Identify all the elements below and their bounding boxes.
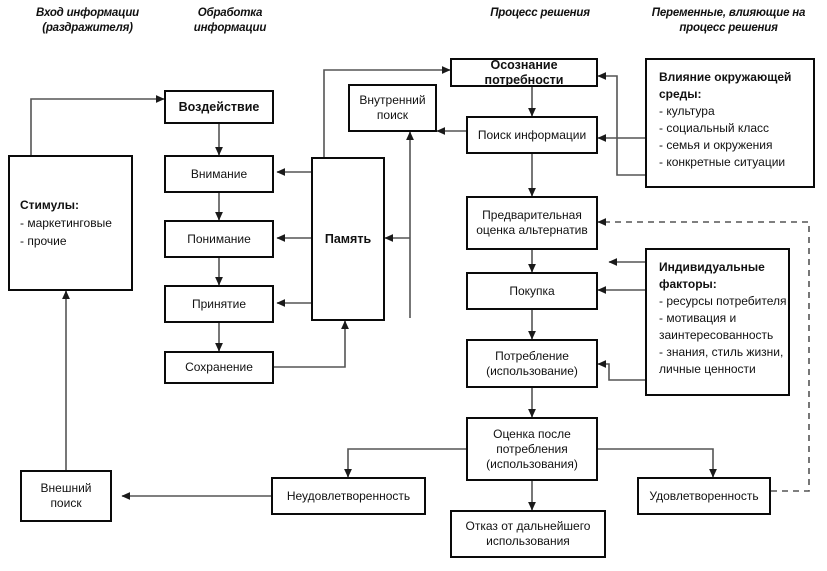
edge-environment-to-need-recognition — [597, 72, 645, 176]
box-prepurchase-line2: оценка альтернатив — [476, 223, 588, 237]
box-individual-item-3-line2: личные ценности — [659, 362, 756, 376]
box-consumption[interactable]: Потребление (использование) — [466, 339, 598, 388]
box-prepurchase-evaluation[interactable]: Предварительная оценка альтернатив — [466, 196, 598, 250]
box-consumption-line1: Потребление — [495, 348, 569, 363]
column-header-input-line1: Вход информации — [35, 7, 140, 19]
box-environmental-item-2: - социальный класс — [659, 121, 769, 135]
box-purchase[interactable]: Покупка — [466, 272, 598, 310]
box-external-search-line1: Внешний — [40, 481, 92, 495]
box-postconsumption-line3: (использования) — [486, 456, 578, 471]
box-satisfaction[interactable]: Удовлетворенность — [637, 477, 771, 515]
column-header-input: Вход информации (раздражителя) — [0, 6, 175, 36]
box-postconsumption-line2: потребления — [496, 441, 568, 456]
box-individual-item-3-line1: - знания, стиль жизни, — [659, 345, 784, 359]
column-header-input-line2: (раздражителя) — [42, 22, 133, 34]
column-header-decision-line1: Процесс решения — [490, 7, 590, 19]
box-internal-search-line2: поиск — [376, 108, 409, 122]
box-dissatisfaction[interactable]: Неудовлетворенность — [271, 477, 426, 515]
box-environmental-title-line1: Влияние окружающей — [659, 70, 792, 84]
box-memory-label: Память — [324, 231, 372, 246]
box-divestment-line1: Отказ от дальнейшего — [465, 519, 591, 533]
box-environmental-title-line2: среды: — [659, 87, 702, 101]
column-header-variables-line1: Переменные, влияющие на — [651, 7, 806, 19]
column-header-processing-line2: информации — [193, 22, 267, 34]
box-stimuli-title: Стимулы: — [20, 198, 80, 212]
box-external-search[interactable]: Внешний поиск — [20, 470, 112, 522]
box-exposure-label: Воздействие — [178, 99, 260, 114]
box-divestment-line2: использования — [486, 534, 570, 548]
box-environmental-item-1: - культура — [659, 104, 715, 118]
column-header-decision: Процесс решения — [440, 6, 640, 21]
box-individual-item-2-line2: заинтересованность — [659, 328, 774, 342]
box-satisfaction-label: Удовлетворенность — [649, 488, 759, 503]
edge-stimuli-to-exposure — [30, 95, 165, 155]
box-memory[interactable]: Память — [311, 157, 385, 321]
column-header-processing: Обработка информации — [150, 6, 310, 36]
edge-retention-to-memory — [272, 320, 349, 368]
box-retention-label: Сохранение — [185, 360, 253, 374]
box-divestment[interactable]: Отказ от дальнейшего использования — [450, 510, 606, 558]
box-information-search[interactable]: Поиск информации — [466, 116, 598, 154]
box-postconsumption-evaluation[interactable]: Оценка после потребления (использования) — [466, 417, 598, 481]
edge-postconsumption-to-satisfaction — [595, 448, 717, 478]
box-acceptance-label: Принятие — [192, 296, 246, 311]
box-attention[interactable]: Внимание — [164, 155, 274, 193]
box-stimuli-item-2: - прочие — [20, 234, 67, 248]
box-internal-search[interactable]: Внутренний поиск — [348, 84, 437, 132]
box-prepurchase-line1: Предварительная — [482, 208, 582, 222]
column-header-processing-line1: Обработка — [197, 7, 263, 19]
box-acceptance[interactable]: Принятие — [164, 285, 274, 323]
box-environmental-item-3: - семья и окружения — [659, 138, 773, 152]
edge-individual-to-consumption — [597, 360, 645, 381]
box-environmental-influences[interactable]: Влияние окружающей среды: - культура - с… — [645, 58, 815, 188]
box-dissatisfaction-label: Неудовлетворенность — [286, 488, 411, 503]
box-consumption-line2: (использование) — [486, 363, 578, 378]
box-comprehension-label: Понимание — [187, 231, 251, 246]
box-individual-factors[interactable]: Индивидуальные факторы: - ресурсы потреб… — [645, 248, 790, 396]
column-header-variables: Переменные, влияющие на процесс решения — [630, 6, 827, 36]
box-individual-title-line2: факторы: — [659, 277, 717, 291]
box-individual-title-line1: Индивидуальные — [659, 260, 765, 274]
box-stimuli-item-1: - маркетинговые — [20, 216, 112, 230]
box-internal-search-line1: Внутренний — [359, 93, 426, 107]
box-attention-label: Внимание — [190, 166, 248, 181]
box-individual-item-2-line1: - мотивация и — [659, 311, 737, 325]
box-comprehension[interactable]: Понимание — [164, 220, 274, 258]
box-exposure[interactable]: Воздействие — [164, 90, 274, 124]
box-retention[interactable]: Сохранение — [164, 351, 274, 384]
box-stimuli[interactable]: Стимулы: - маркетинговые - прочие — [8, 155, 133, 291]
column-header-variables-line2: процесс решения — [679, 22, 778, 34]
box-individual-item-1: - ресурсы потребителя — [659, 294, 787, 308]
box-need-recognition-label: Осознание потребности — [484, 57, 564, 87]
box-information-search-label: Поиск информации — [477, 127, 587, 142]
box-postconsumption-line1: Оценка после — [493, 426, 571, 441]
box-environmental-item-4: - конкретные ситуации — [659, 155, 786, 169]
box-purchase-label: Покупка — [509, 283, 555, 298]
edge-postconsumption-to-dissatisfaction — [344, 448, 470, 478]
box-external-search-line2: поиск — [50, 496, 82, 510]
box-need-recognition[interactable]: Осознание потребности — [450, 58, 598, 87]
